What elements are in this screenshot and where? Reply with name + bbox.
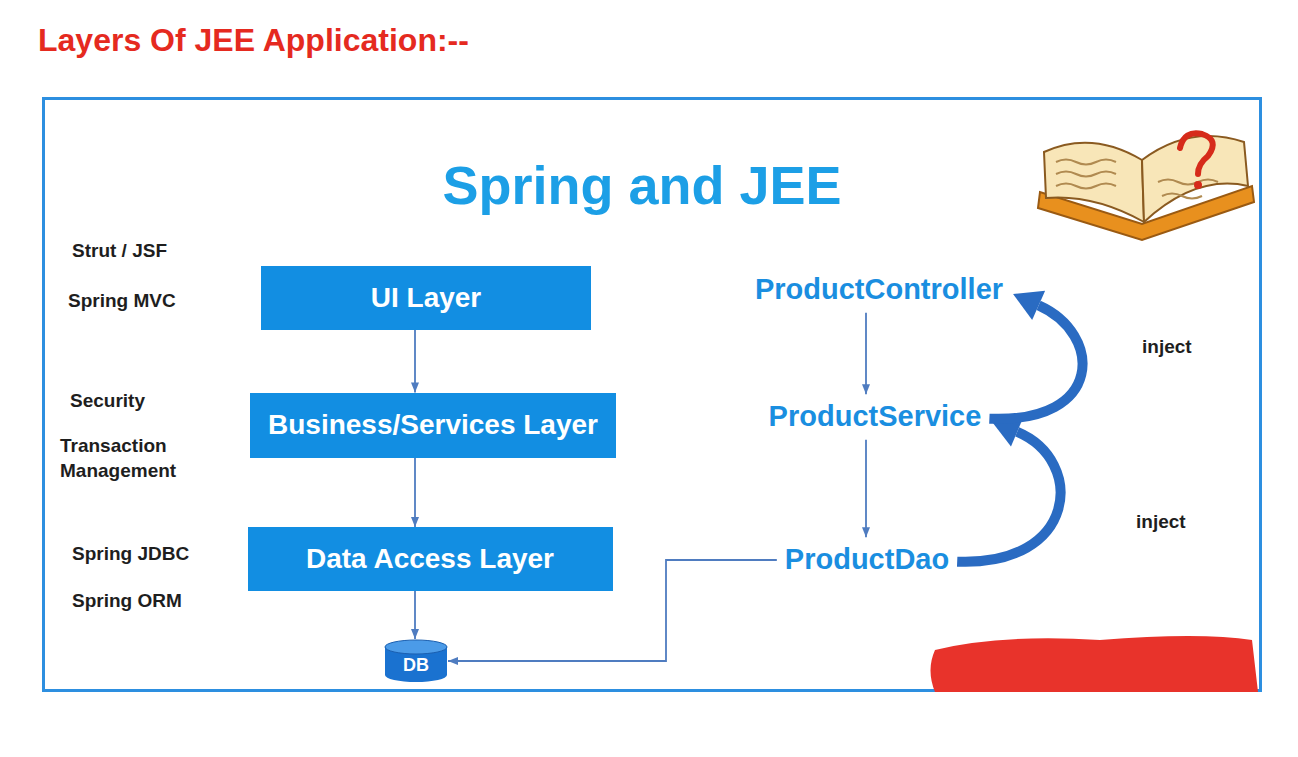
arrow-head: [411, 629, 419, 639]
framework-label: Strut / JSF: [72, 239, 167, 264]
framework-label: Spring MVC: [68, 289, 176, 314]
node-text: ProductController: [755, 273, 1003, 306]
node-text: Data Access Layer: [306, 543, 554, 575]
book-page: [1044, 143, 1144, 222]
connector: [411, 591, 419, 639]
edge-label: inject: [1134, 511, 1188, 533]
inject-arrow: [989, 291, 1082, 419]
node-text: ProductDao: [785, 543, 949, 576]
redaction-scribble: [931, 636, 1259, 692]
node-text: UI Layer: [371, 282, 482, 314]
concern-label: Security: [70, 389, 145, 414]
layer-box: UI Layer: [261, 266, 591, 330]
node-text: ProductService: [769, 400, 982, 433]
page-title: Layers Of JEE Application:--: [38, 22, 469, 59]
page-lines: [1056, 160, 1218, 199]
arrow-head: [862, 527, 870, 537]
inject-arrow: [957, 417, 1060, 562]
inject-curve: [989, 305, 1082, 418]
framework-label: Spring JDBC: [72, 542, 189, 567]
connector-line: [414, 458, 416, 528]
arrow-head: [1013, 291, 1045, 320]
connector: [862, 440, 870, 538]
arrow-head: [862, 384, 870, 394]
book-page: [1142, 136, 1248, 222]
arrow-head: [411, 383, 419, 393]
layer-box: Business/Services Layer: [250, 393, 616, 458]
arrow-head: [448, 657, 458, 665]
class-name: ProductService: [767, 400, 984, 433]
book-icon: [1038, 133, 1254, 240]
concern-label: Transaction Management: [60, 434, 220, 483]
layer-box: Data Access Layer: [248, 527, 613, 591]
connector: [411, 330, 419, 393]
inject-curve: [957, 432, 1060, 562]
diagram-heading: Spring and JEE: [342, 150, 942, 220]
edge-label: inject: [1140, 336, 1194, 358]
class-name: ProductDao: [783, 543, 951, 576]
connector: [411, 458, 419, 528]
arrow-head: [411, 517, 419, 527]
connector-line: [865, 440, 867, 538]
cylinder-top: [385, 640, 447, 654]
question-mark: [1180, 133, 1213, 174]
node-text: Business/Services Layer: [268, 409, 598, 441]
database-cylinder: DB: [384, 639, 448, 683]
node-text: DB: [403, 655, 429, 676]
connector: [862, 313, 870, 395]
framework-label: Spring ORM: [72, 589, 182, 614]
question-dot: [1194, 181, 1202, 189]
connector-line: [865, 313, 867, 395]
class-name: ProductController: [753, 273, 1005, 306]
